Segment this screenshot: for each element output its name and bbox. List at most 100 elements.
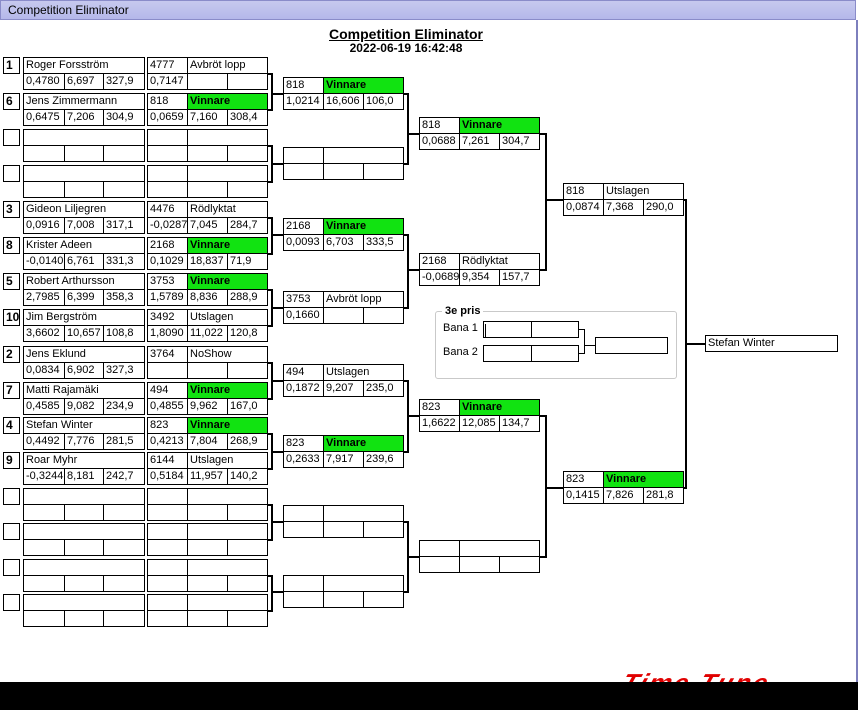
result-cell[interactable]: Utslagen	[323, 364, 404, 381]
car-number-cell[interactable]	[147, 523, 188, 540]
seed-box[interactable]: 4	[3, 417, 20, 434]
et-cell[interactable]: 10,657	[64, 325, 104, 342]
et-cell[interactable]: 7,045	[187, 217, 228, 234]
rt-cell[interactable]: 0,4585	[23, 398, 65, 415]
champion-cell[interactable]: Stefan Winter	[705, 335, 838, 352]
rt-cell[interactable]: 2,7985	[23, 289, 65, 306]
et-cell[interactable]: 6,761	[64, 253, 104, 270]
speed-cell[interactable]: 317,1	[103, 217, 145, 234]
rt-cell[interactable]: 0,6475	[23, 109, 65, 126]
result-cell[interactable]	[323, 575, 404, 592]
margin-cell[interactable]: 0,4855	[147, 398, 188, 415]
et-cell[interactable]	[64, 504, 104, 521]
seed-box[interactable]	[3, 129, 20, 146]
et-cell[interactable]	[64, 539, 104, 556]
margin-cell[interactable]	[147, 610, 188, 627]
et-cell[interactable]: 6,902	[64, 362, 104, 379]
speed-cell[interactable]: 157,7	[499, 269, 540, 286]
et-cell[interactable]	[187, 181, 228, 198]
et-cell[interactable]	[187, 145, 228, 162]
result-cell[interactable]	[187, 165, 268, 182]
car-number-cell[interactable]	[147, 488, 188, 505]
seed-box[interactable]: 6	[3, 93, 20, 110]
rt-cell[interactable]: 0,0093	[283, 234, 324, 251]
et-cell[interactable]: 9,207	[323, 380, 364, 397]
entry-name-cell[interactable]	[23, 523, 145, 540]
rt-cell[interactable]: 0,2633	[283, 451, 324, 468]
rt-cell[interactable]: -0,3244	[23, 468, 65, 485]
et-cell[interactable]	[323, 307, 364, 324]
margin-cell[interactable]	[147, 145, 188, 162]
speed-cell[interactable]	[103, 181, 145, 198]
seed-box[interactable]	[3, 488, 20, 505]
car-number-cell[interactable]	[283, 147, 324, 164]
car-number-cell[interactable]: 494	[147, 382, 188, 399]
car-number-cell[interactable]: 818	[283, 77, 324, 94]
speed-cell[interactable]: 268,9	[227, 433, 268, 450]
rt-cell[interactable]	[23, 610, 65, 627]
et-cell[interactable]	[64, 181, 104, 198]
seed-box[interactable]	[3, 559, 20, 576]
seed-box[interactable]: 7	[3, 382, 20, 399]
entry-name-cell[interactable]: Krister Adeen	[23, 237, 145, 254]
seed-box[interactable]: 9	[3, 452, 20, 469]
car-number-cell[interactable]	[283, 505, 324, 522]
speed-cell[interactable]: 167,0	[227, 398, 268, 415]
result-cell[interactable]	[323, 147, 404, 164]
speed-cell[interactable]: 71,9	[227, 253, 268, 270]
et-cell[interactable]: 12,085	[459, 415, 500, 432]
rt-cell[interactable]: -0,0689	[419, 269, 460, 286]
speed-cell[interactable]: 281,5	[103, 433, 145, 450]
car-number-cell[interactable]: 2168	[419, 253, 460, 270]
result-cell[interactable]	[187, 594, 268, 611]
car-number-cell[interactable]: 3753	[147, 273, 188, 290]
et-cell[interactable]	[64, 575, 104, 592]
result-cell[interactable]: NoShow	[187, 346, 268, 363]
speed-cell[interactable]: 284,7	[227, 217, 268, 234]
seed-box[interactable]: 5	[3, 273, 20, 290]
margin-cell[interactable]: 0,7147	[147, 73, 188, 90]
rt-cell[interactable]	[283, 591, 324, 608]
result-cell[interactable]: Vinnare	[187, 237, 268, 254]
speed-cell[interactable]	[363, 591, 404, 608]
rt-cell[interactable]: 3,6602	[23, 325, 65, 342]
result-cell[interactable]: Utslagen	[603, 183, 684, 200]
speed-cell[interactable]: 304,7	[499, 133, 540, 150]
seed-box[interactable]: 10	[3, 309, 20, 326]
entry-name-cell[interactable]: Jens Eklund	[23, 346, 145, 363]
entry-name-cell[interactable]: Matti Rajamäki	[23, 382, 145, 399]
speed-cell[interactable]	[103, 539, 145, 556]
seed-box[interactable]: 2	[3, 346, 20, 363]
et-cell[interactable]	[459, 556, 500, 573]
entry-name-cell[interactable]: Jim Bergström	[23, 309, 145, 326]
entry-name-cell[interactable]	[23, 165, 145, 182]
result-cell[interactable]: Avbröt lopp	[323, 291, 404, 308]
speed-cell[interactable]	[499, 556, 540, 573]
result-cell[interactable]: Vinnare	[187, 93, 268, 110]
result-cell[interactable]	[187, 129, 268, 146]
rt-cell[interactable]	[23, 575, 65, 592]
speed-cell[interactable]: 239,6	[363, 451, 404, 468]
et-cell[interactable]: 7,160	[187, 109, 228, 126]
car-number-cell[interactable]: 823	[147, 417, 188, 434]
speed-cell[interactable]	[227, 575, 268, 592]
car-number-cell[interactable]	[283, 575, 324, 592]
seed-box[interactable]: 8	[3, 237, 20, 254]
et-cell[interactable]: 6,697	[64, 73, 104, 90]
et-cell[interactable]: 7,804	[187, 433, 228, 450]
result-cell[interactable]	[187, 488, 268, 505]
speed-cell[interactable]	[227, 181, 268, 198]
car-number-cell[interactable]	[147, 559, 188, 576]
rt-cell[interactable]: 0,1415	[563, 487, 604, 504]
car-number-cell[interactable]: 823	[283, 435, 324, 452]
rt-cell[interactable]	[283, 521, 324, 538]
result-cell[interactable]: Vinnare	[187, 382, 268, 399]
et-cell[interactable]: 7,776	[64, 433, 104, 450]
speed-cell[interactable]: 327,9	[103, 73, 145, 90]
car-number-cell[interactable]	[147, 594, 188, 611]
speed-cell[interactable]	[363, 521, 404, 538]
et-cell[interactable]	[187, 504, 228, 521]
et-cell[interactable]: 7,008	[64, 217, 104, 234]
speed-cell[interactable]	[103, 504, 145, 521]
car-number-cell[interactable]: 3753	[283, 291, 324, 308]
